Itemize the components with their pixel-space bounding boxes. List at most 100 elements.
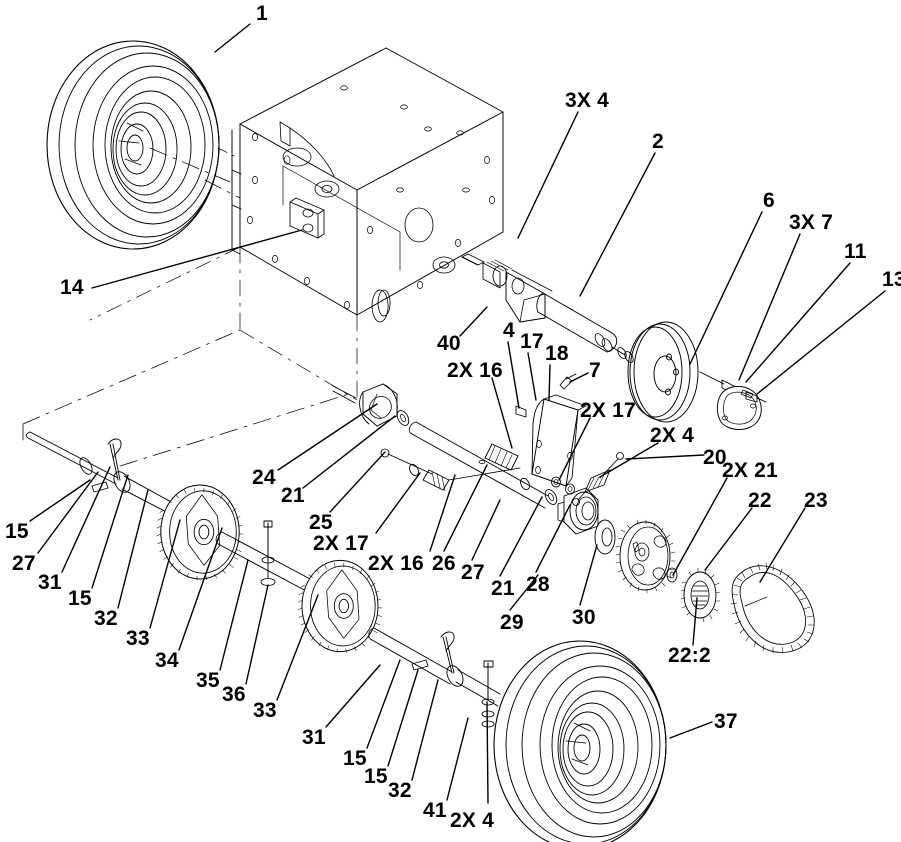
leader-line-15	[29, 479, 91, 522]
callout-label-2X-4: 2X 4	[450, 809, 494, 832]
callout-label-33: 33	[126, 627, 150, 650]
leader-line-1	[214, 23, 251, 53]
leader-line-2X-16	[429, 474, 456, 552]
callout-label-6: 6	[763, 189, 775, 212]
leader-line-22	[704, 507, 753, 571]
callout-label-27: 27	[461, 561, 485, 584]
leader-line-2X-16	[491, 377, 513, 449]
callout-label-15: 15	[68, 587, 92, 610]
leader-line-6	[689, 211, 763, 365]
leader-line-24	[277, 403, 378, 471]
callout-label-25: 25	[309, 511, 333, 534]
leader-line-28	[535, 504, 571, 573]
callout-label-31: 31	[302, 726, 326, 749]
leader-line-31	[325, 664, 381, 728]
leader-line-26	[443, 464, 488, 552]
leader-line-15	[387, 669, 419, 767]
callout-label-7: 7	[589, 359, 601, 382]
callout-label-21: 21	[491, 577, 515, 600]
callout-label-2X-21: 2X 21	[722, 459, 778, 482]
callout-label-15: 15	[364, 765, 388, 788]
leader-line-23	[759, 507, 806, 583]
callout-label-24: 24	[252, 466, 276, 489]
leader-line-13	[756, 290, 886, 395]
callout-label-20: 20	[703, 446, 727, 469]
leader-line-2	[579, 152, 656, 297]
callout-label-13: 13	[882, 268, 901, 291]
callout-label-31: 31	[38, 571, 62, 594]
callout-label-2X-4: 2X 4	[650, 424, 694, 447]
leader-line-31	[61, 466, 111, 573]
leader-line-33	[276, 594, 319, 701]
leader-line-22:2	[692, 597, 698, 646]
callout-label-2: 2	[652, 130, 664, 153]
callout-label-17: 17	[520, 330, 544, 353]
callout-leader-lines	[29, 23, 886, 804]
callout-label-3X-4: 3X 4	[565, 89, 609, 112]
leader-line-33	[149, 519, 181, 629]
callout-label-26: 26	[432, 552, 456, 575]
callout-label-18: 18	[545, 342, 569, 365]
leader-line-20	[625, 454, 705, 460]
leader-line-3X-4	[517, 111, 579, 239]
leader-line-4	[507, 341, 520, 409]
callout-label-1: 1	[256, 2, 268, 25]
callout-label-22-2: 22:2	[668, 644, 711, 667]
callout-label-11: 11	[844, 240, 867, 263]
leader-line-32	[117, 489, 149, 609]
leader-line-41	[446, 717, 469, 801]
callout-label-14: 14	[60, 276, 84, 299]
callout-label-21: 21	[281, 484, 305, 507]
leader-line-17	[527, 352, 537, 401]
callout-label-2X-16: 2X 16	[447, 359, 503, 382]
callout-label-34: 34	[155, 649, 179, 672]
leader-line-21	[499, 496, 543, 577]
leader-line-3X-7	[738, 233, 801, 381]
callout-label-15: 15	[343, 747, 367, 770]
callout-label-4: 4	[503, 319, 515, 342]
callout-label-33: 33	[253, 699, 277, 722]
callout-label-22: 22	[748, 489, 772, 512]
callout-label-29: 29	[500, 611, 524, 634]
leader-line-15	[366, 659, 401, 749]
callout-label-15: 15	[5, 520, 29, 543]
leader-line-25	[329, 451, 386, 513]
callout-label-35: 35	[196, 669, 220, 692]
callout-label-37: 37	[714, 710, 738, 733]
leader-line-36	[245, 584, 269, 685]
leader-line-34	[178, 527, 223, 651]
callout-label-2X-17: 2X 17	[580, 399, 636, 422]
leader-line-29	[509, 574, 539, 611]
leader-line-18	[548, 364, 551, 401]
callout-label-2X-17: 2X 17	[313, 532, 369, 555]
leader-line-37	[669, 721, 713, 739]
callout-label-2X-16: 2X 16	[368, 552, 424, 575]
leader-line-7	[569, 372, 589, 383]
leader-line-40	[459, 306, 488, 337]
callout-label-32: 32	[94, 607, 118, 630]
callout-label-23: 23	[804, 489, 828, 512]
leader-line-2X-21	[672, 477, 728, 576]
leader-line-30	[579, 544, 598, 606]
leader-line-21	[302, 415, 396, 489]
leader-line-27	[37, 471, 99, 554]
callout-label-41: 41	[423, 799, 447, 822]
callout-label-40: 40	[437, 332, 461, 355]
leader-line-27	[471, 499, 501, 561]
callout-label-28: 28	[526, 573, 550, 596]
callout-label-30: 30	[572, 606, 596, 629]
leader-line-2X-17	[375, 472, 421, 534]
callout-label-3X-7: 3X 7	[789, 211, 833, 234]
leader-line-11	[745, 262, 851, 383]
leader-line-32	[411, 679, 439, 781]
leader-line-2X-4	[599, 442, 659, 478]
callout-label-36: 36	[222, 683, 246, 706]
leader-line-14	[91, 229, 303, 289]
callout-label-32: 32	[388, 779, 412, 802]
callout-label-27: 27	[12, 552, 36, 575]
leader-line-15	[91, 474, 129, 589]
leader-line-2X-4	[486, 701, 489, 804]
leader-line-35	[219, 559, 249, 671]
